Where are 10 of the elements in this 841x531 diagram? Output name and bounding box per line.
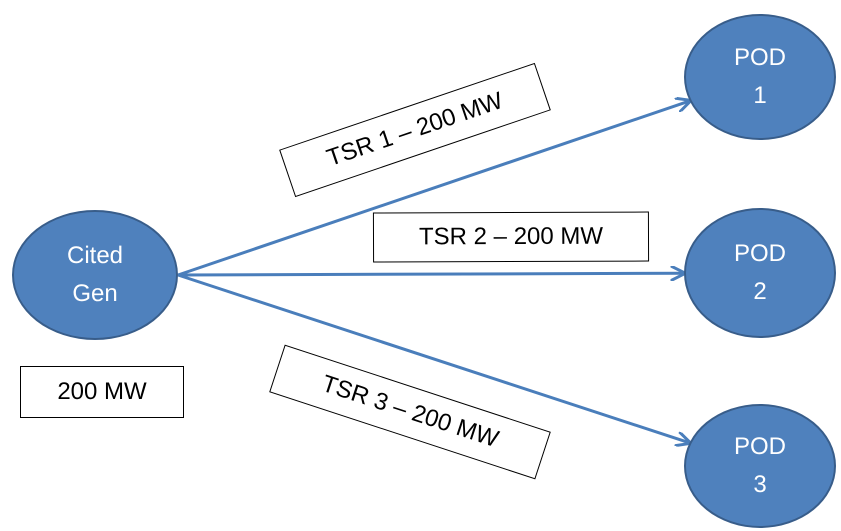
edge-label: TSR 3 – 200 MW (269, 344, 551, 480)
node-label: POD 3 (732, 432, 787, 500)
node-label: POD 1 (732, 43, 787, 111)
node-label: 200 MW (57, 377, 147, 407)
edge-label: TSR 2 – 200 MW (372, 212, 650, 262)
text-box (20, 366, 184, 418)
node-label: POD 2 (732, 239, 787, 307)
edge-label: TSR 1 – 200 MW (279, 62, 551, 198)
arrow (178, 274, 692, 448)
node-label: Cited Gen (66, 241, 124, 309)
